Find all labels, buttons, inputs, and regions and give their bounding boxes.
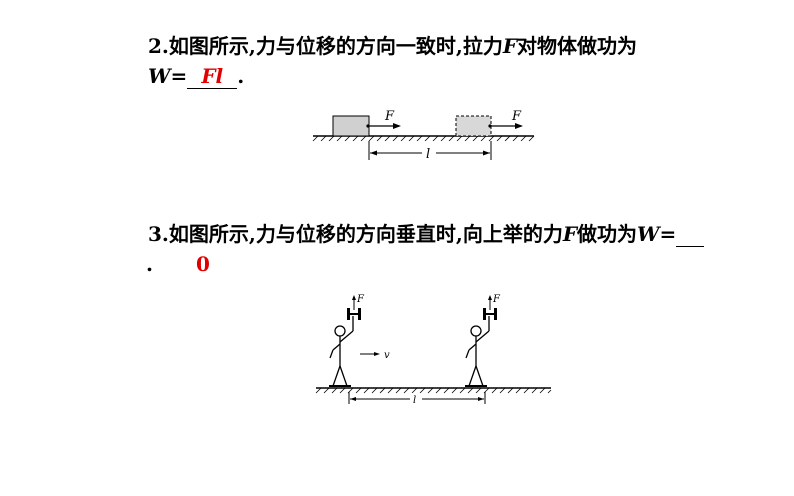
block-final-center-dot <box>488 124 492 128</box>
question-3-answer-blank <box>676 222 705 247</box>
distance-label-2: l <box>413 395 416 406</box>
block-initial <box>332 115 370 137</box>
person-final <box>465 316 490 387</box>
question-3-end: . <box>146 252 153 276</box>
lift-force-label-final: F <box>492 294 501 305</box>
question-2-text-a: 如图所示,力与位移的方向一致时,拉力 <box>168 34 503 58</box>
question-3-answer: 0 <box>196 252 210 276</box>
person-initial <box>329 316 354 387</box>
question-2-line-1: 2.如图所示,力与位移的方向一致时,拉力F对物体做功为 <box>148 30 637 59</box>
dumbbell-initial <box>347 308 361 320</box>
dumbbell-final <box>483 308 497 320</box>
force-label-final: F <box>511 109 522 124</box>
question-3-var-f: F <box>562 222 578 246</box>
question-2-answer-blank: Fl <box>187 64 238 89</box>
question-2-var-f: F <box>502 34 518 58</box>
ground-hatching-1 <box>312 135 535 142</box>
velocity-label: v <box>384 350 390 361</box>
question-2-number: 2. <box>148 34 169 58</box>
question-3-text-b: 做功为 <box>577 222 638 246</box>
lift-force-label-initial: F <box>356 294 365 305</box>
force-label-initial: F <box>384 109 395 124</box>
ground-hatching-2 <box>315 387 552 394</box>
block-initial-center-dot <box>366 124 370 128</box>
distance-label-1: l <box>426 147 430 162</box>
question-2-w-label: W <box>148 64 171 88</box>
question-2-text-b: 对物体做功为 <box>517 34 638 58</box>
question-3-line-2: . <box>146 252 153 276</box>
question-3-equals: = <box>659 222 677 246</box>
question-3-w-label: W <box>637 222 660 246</box>
question-3-text-a: 如图所示,力与位移的方向垂直时,向上举的力 <box>168 222 563 246</box>
block-final <box>455 115 492 137</box>
question-2-answer: Fl <box>201 64 224 88</box>
question-2-line-2: W= Fl. <box>148 64 244 89</box>
question-2-end: . <box>237 64 245 88</box>
question-3-number: 3. <box>148 222 169 246</box>
question-2-equals: = <box>170 64 188 88</box>
question-3-line-1: 3.如图所示,力与位移的方向垂直时,向上举的力F做功为W= <box>148 218 705 247</box>
